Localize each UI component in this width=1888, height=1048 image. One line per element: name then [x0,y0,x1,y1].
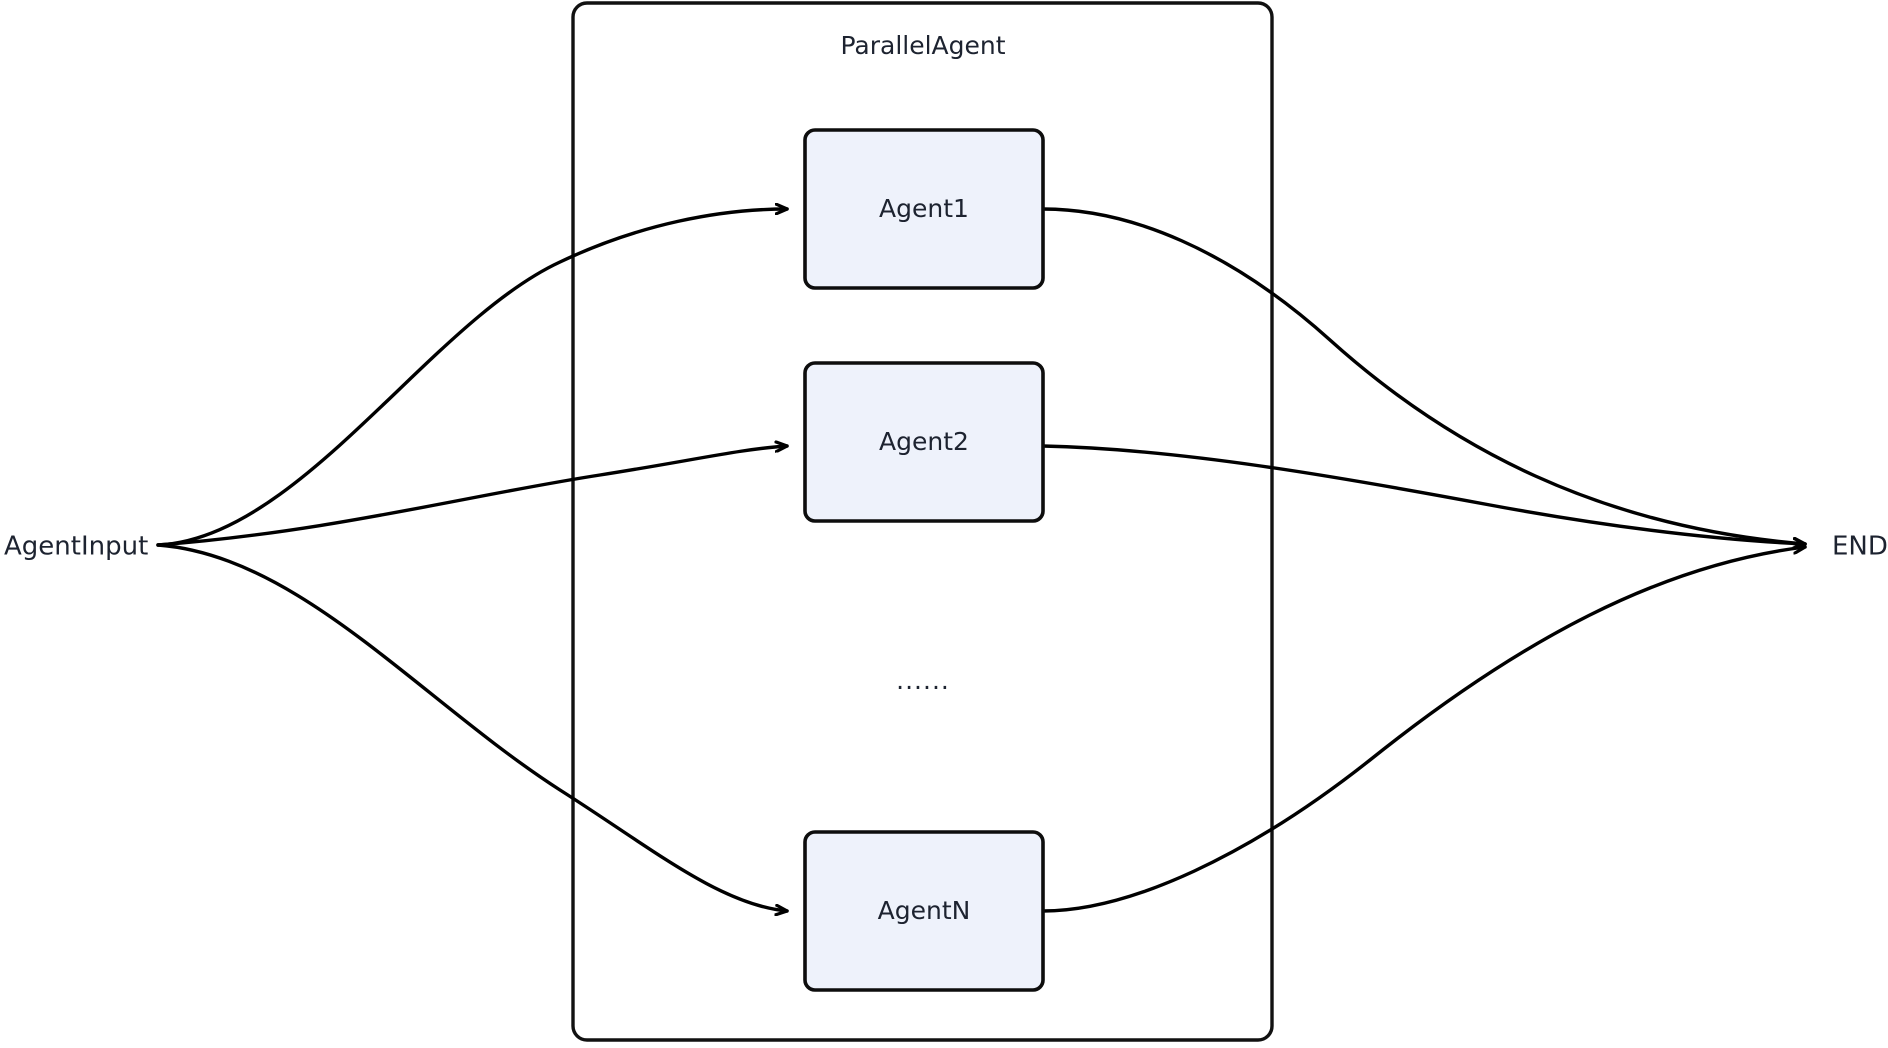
ellipsis-label: ...... [896,666,950,695]
node-agent1-box[interactable] [803,128,1045,290]
edge-input-to-agent2 [156,446,787,547]
edge-input-to-agentn [156,543,787,911]
edge-agentn-to-end [1041,547,1805,913]
node-agent2[interactable]: Agent2 [803,361,1045,523]
node-agentn-label: AgentN [878,896,971,925]
edge-agent1-to-end [1041,207,1805,544]
node-agent1-label: Agent1 [879,194,969,223]
node-agent2-box[interactable] [803,361,1045,523]
node-agent1[interactable]: Agent1 [803,128,1045,290]
agent-input-label: AgentInput [4,532,148,562]
node-agent2-label: Agent2 [879,427,969,456]
end-label: END [1832,532,1888,562]
edge-agent2-to-end [1041,444,1805,544]
node-agentn[interactable]: AgentN [803,830,1045,992]
edge-input-to-agent1 [156,209,787,547]
group-title: ParallelAgent [840,31,1005,60]
node-agentn-box[interactable] [803,830,1045,992]
